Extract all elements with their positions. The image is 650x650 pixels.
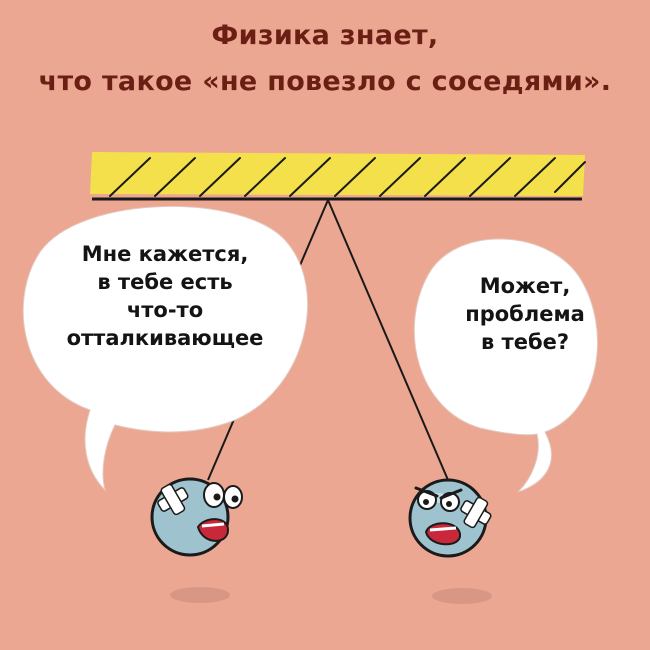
bandage-icon bbox=[157, 483, 189, 516]
right-bubble-line: в тебе? bbox=[480, 330, 570, 354]
left-bubble-line: в тебе есть bbox=[97, 270, 233, 294]
right-string bbox=[327, 199, 449, 481]
left-bubble-line: отталкивающее bbox=[66, 326, 264, 350]
right-bubble-line: Может, bbox=[479, 274, 571, 298]
title-line-2: что такое «не повезло с соседями». bbox=[38, 66, 612, 97]
title-line-1: Физика знает, bbox=[211, 20, 439, 51]
left-floor-shadow bbox=[170, 587, 230, 603]
right-floor-shadow bbox=[432, 588, 492, 604]
bandage-icon bbox=[460, 496, 492, 529]
right-ball-character-icon bbox=[408, 478, 492, 558]
left-speech-bubble bbox=[22, 205, 308, 492]
left-bubble-line: Мне кажется, bbox=[81, 242, 249, 266]
left-bubble-text: Мне кажется, в тебе есть что-то отталкив… bbox=[40, 240, 290, 352]
ceiling-fill bbox=[90, 152, 585, 196]
right-bubble-text: Может, проблема в тебе? bbox=[440, 272, 610, 356]
ceiling-hatch bbox=[109, 157, 586, 197]
right-speech-bubble bbox=[413, 238, 598, 493]
left-ball-character-icon bbox=[150, 477, 243, 557]
left-bubble-line: что-то bbox=[126, 298, 204, 322]
right-bubble-line: проблема bbox=[465, 302, 585, 326]
ceiling bbox=[90, 152, 586, 201]
